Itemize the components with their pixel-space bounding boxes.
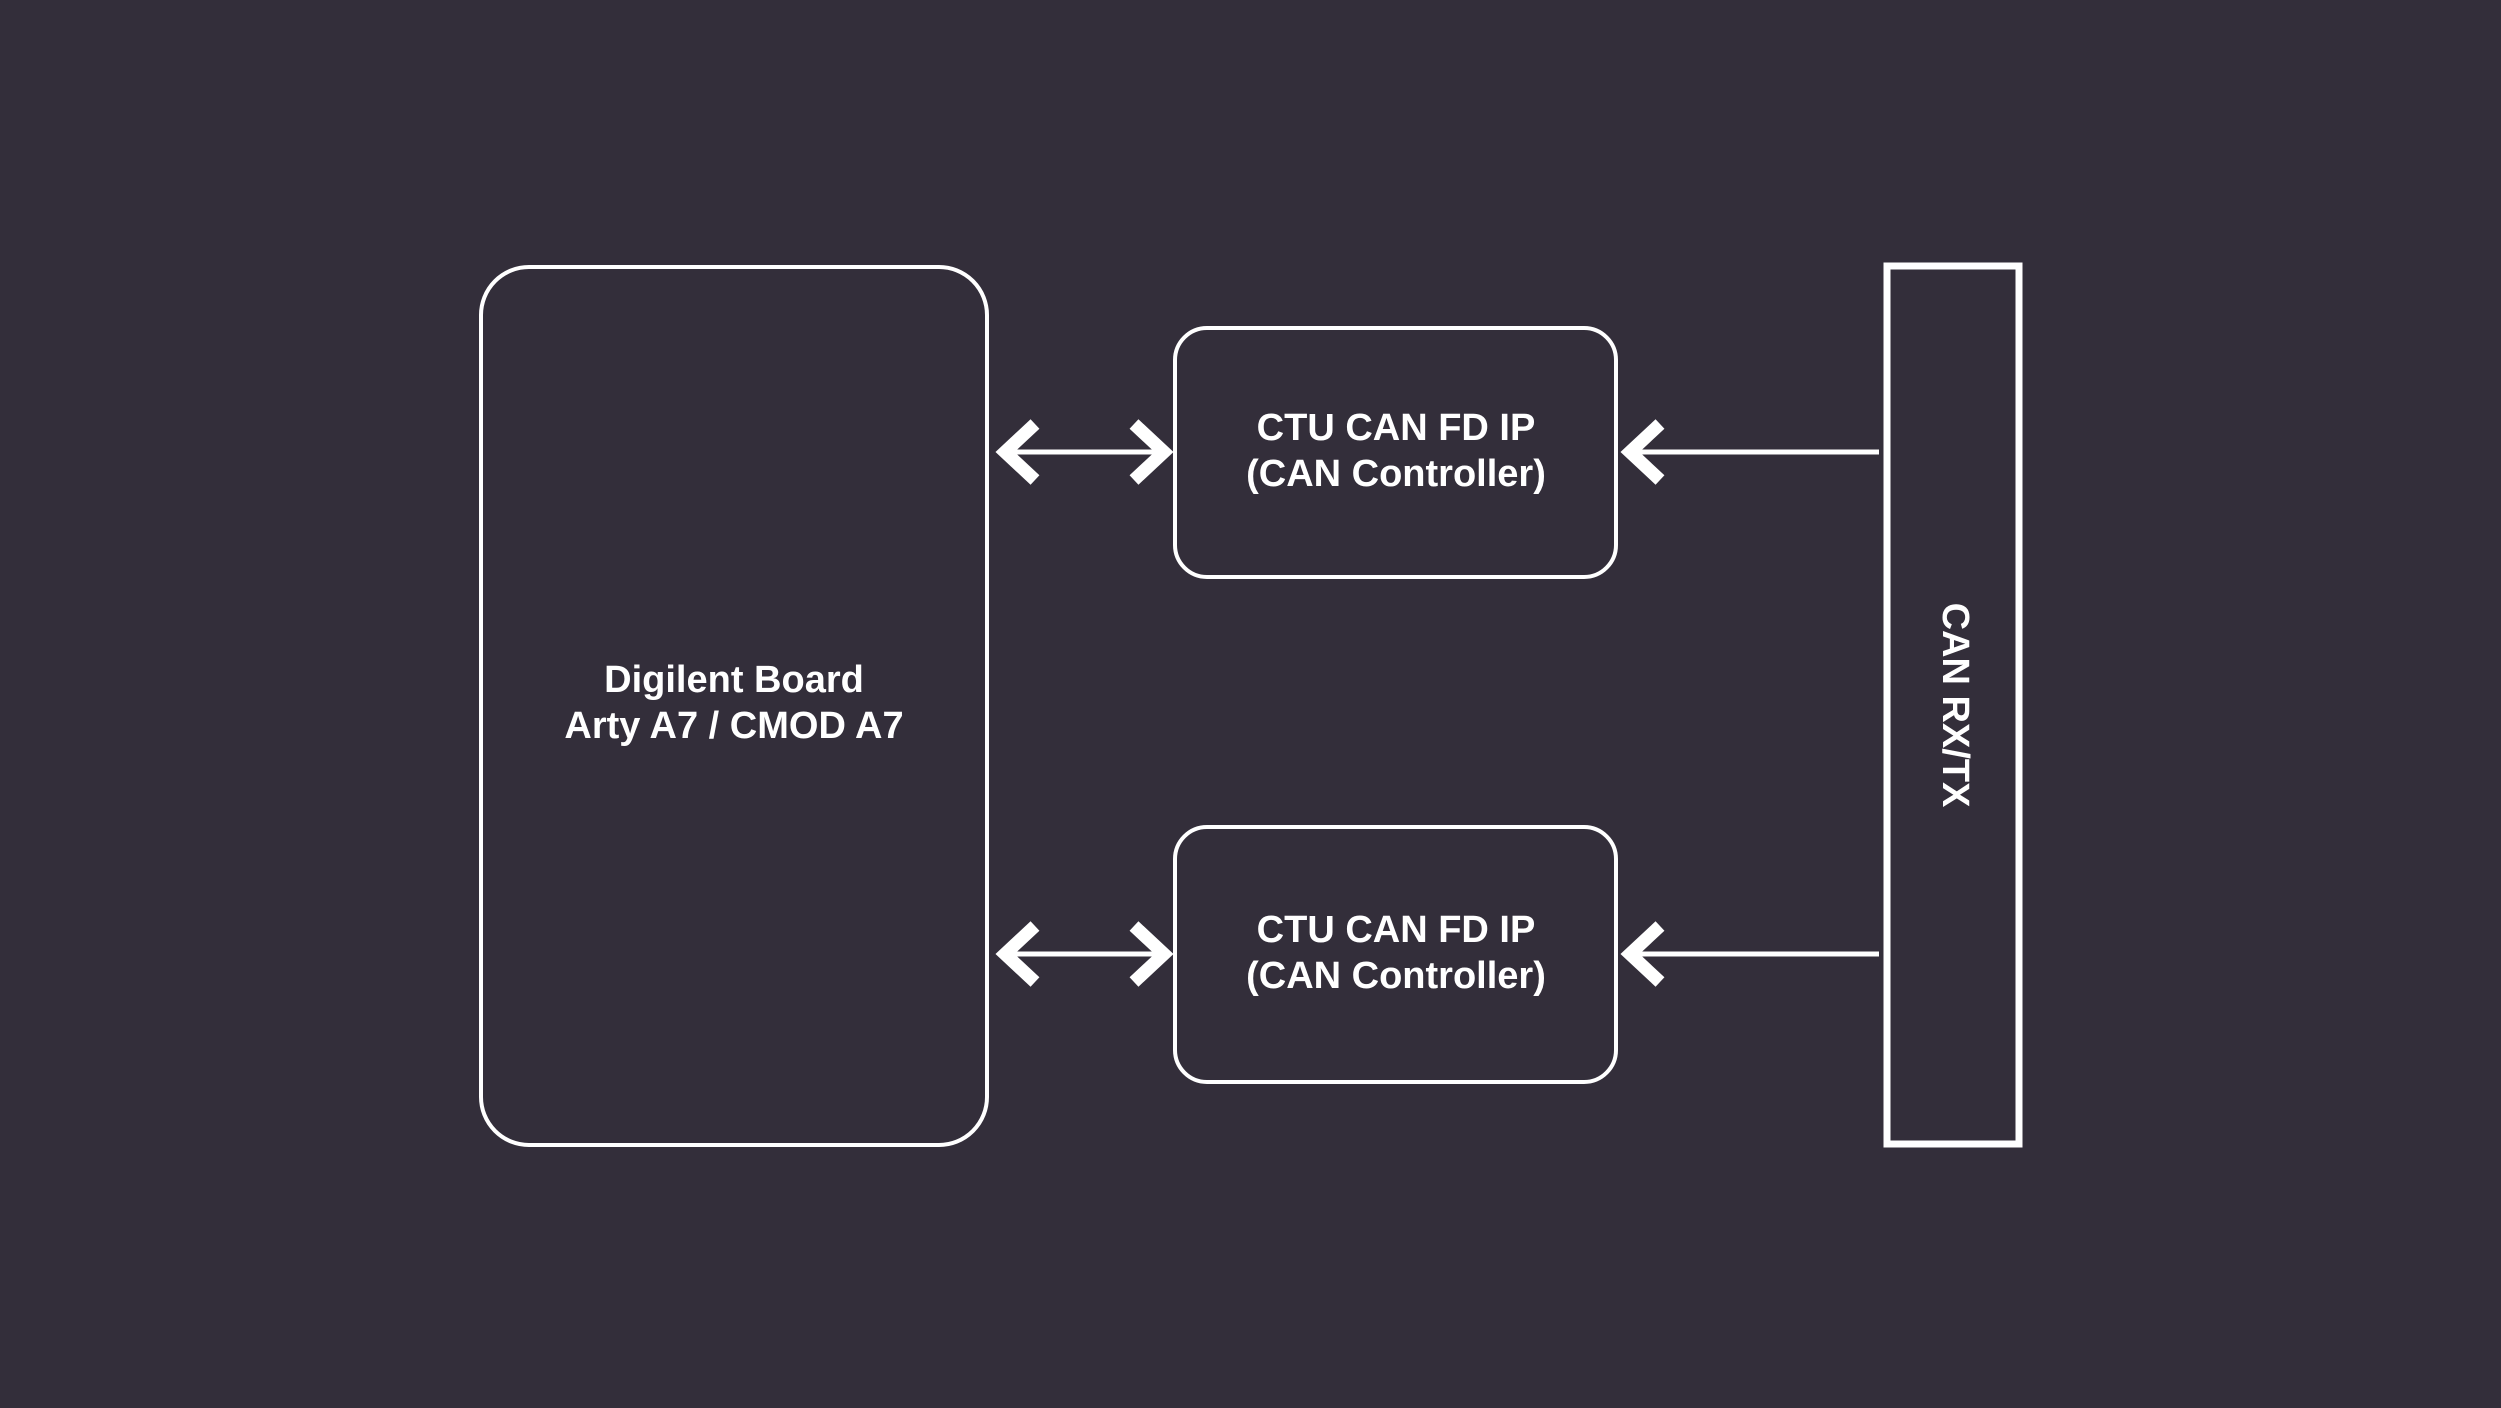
- connector-bus-to-controller-top: [1620, 419, 1879, 485]
- digilent-board-label-line2: Arty A7 / CMOD A7: [564, 705, 903, 747]
- ctu-can-fd-ip-top-label-line1: CTU CAN FD IP: [1257, 407, 1536, 449]
- node-ctu-can-fd-ip-top[interactable]: CTU CAN FD IP (CAN Controller): [1173, 326, 1618, 579]
- ctu-can-fd-ip-bottom-label-line2: (CAN Controller): [1246, 955, 1546, 997]
- arrowhead-right-bottom: [1129, 921, 1174, 987]
- arrowhead-left-top: [995, 419, 1040, 485]
- connector-bus-to-controller-bottom: [1620, 921, 1879, 987]
- arrowhead-right-top: [1129, 419, 1174, 485]
- can-bus-label: CAN RX/TX: [1934, 603, 1976, 808]
- arrowhead-left-bottom: [995, 921, 1040, 987]
- ctu-can-fd-ip-top-label-line2: (CAN Controller): [1246, 453, 1546, 495]
- digilent-board-label-line1: Digilent Board: [604, 659, 864, 701]
- ctu-can-fd-ip-top-outline: [1173, 326, 1618, 579]
- connector-board-to-controller-top: [995, 419, 1174, 485]
- node-digilent-board[interactable]: Digilent Board Arty A7 / CMOD A7: [479, 265, 989, 1147]
- arrowhead-bus-top: [1620, 419, 1665, 485]
- ctu-can-fd-ip-bottom-outline: [1173, 825, 1618, 1084]
- arrowhead-bus-bottom: [1620, 921, 1665, 987]
- node-ctu-can-fd-ip-bottom[interactable]: CTU CAN FD IP (CAN Controller): [1173, 825, 1618, 1084]
- digilent-board-outline: [479, 265, 989, 1147]
- can-bus-outline: [1883, 262, 2023, 1148]
- connector-board-to-controller-bottom: [995, 921, 1174, 987]
- ctu-can-fd-ip-bottom-label-line1: CTU CAN FD IP: [1257, 909, 1536, 951]
- node-can-bus[interactable]: CAN RX/TX: [1883, 262, 2023, 1148]
